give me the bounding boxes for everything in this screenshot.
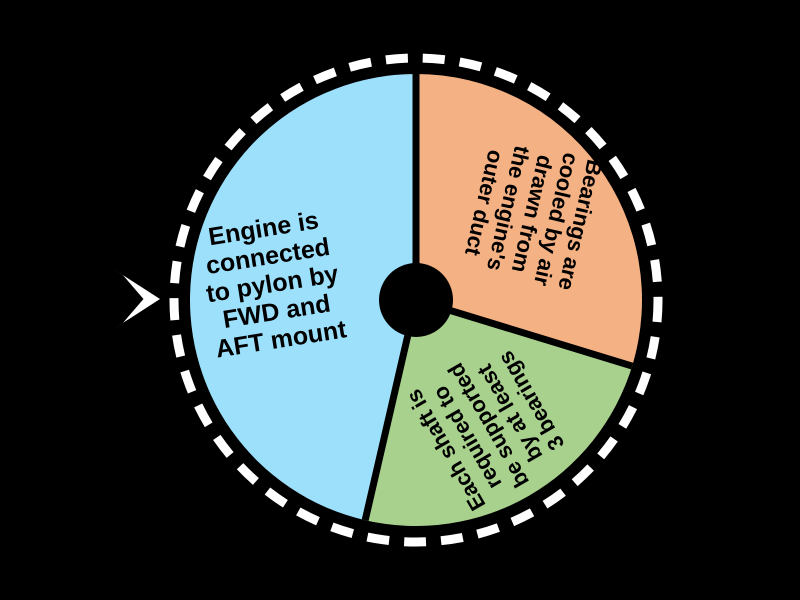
segment-divider bbox=[361, 299, 420, 521]
segment-divider bbox=[414, 296, 634, 370]
segment-dividers bbox=[361, 74, 634, 521]
spinner-pointer-icon bbox=[112, 268, 160, 330]
segment-blue[interactable] bbox=[189, 74, 416, 521]
dashed-ring bbox=[169, 53, 663, 547]
wheel-hub[interactable] bbox=[379, 263, 453, 337]
segment-green[interactable] bbox=[365, 300, 633, 526]
segment-orange[interactable] bbox=[416, 74, 642, 367]
